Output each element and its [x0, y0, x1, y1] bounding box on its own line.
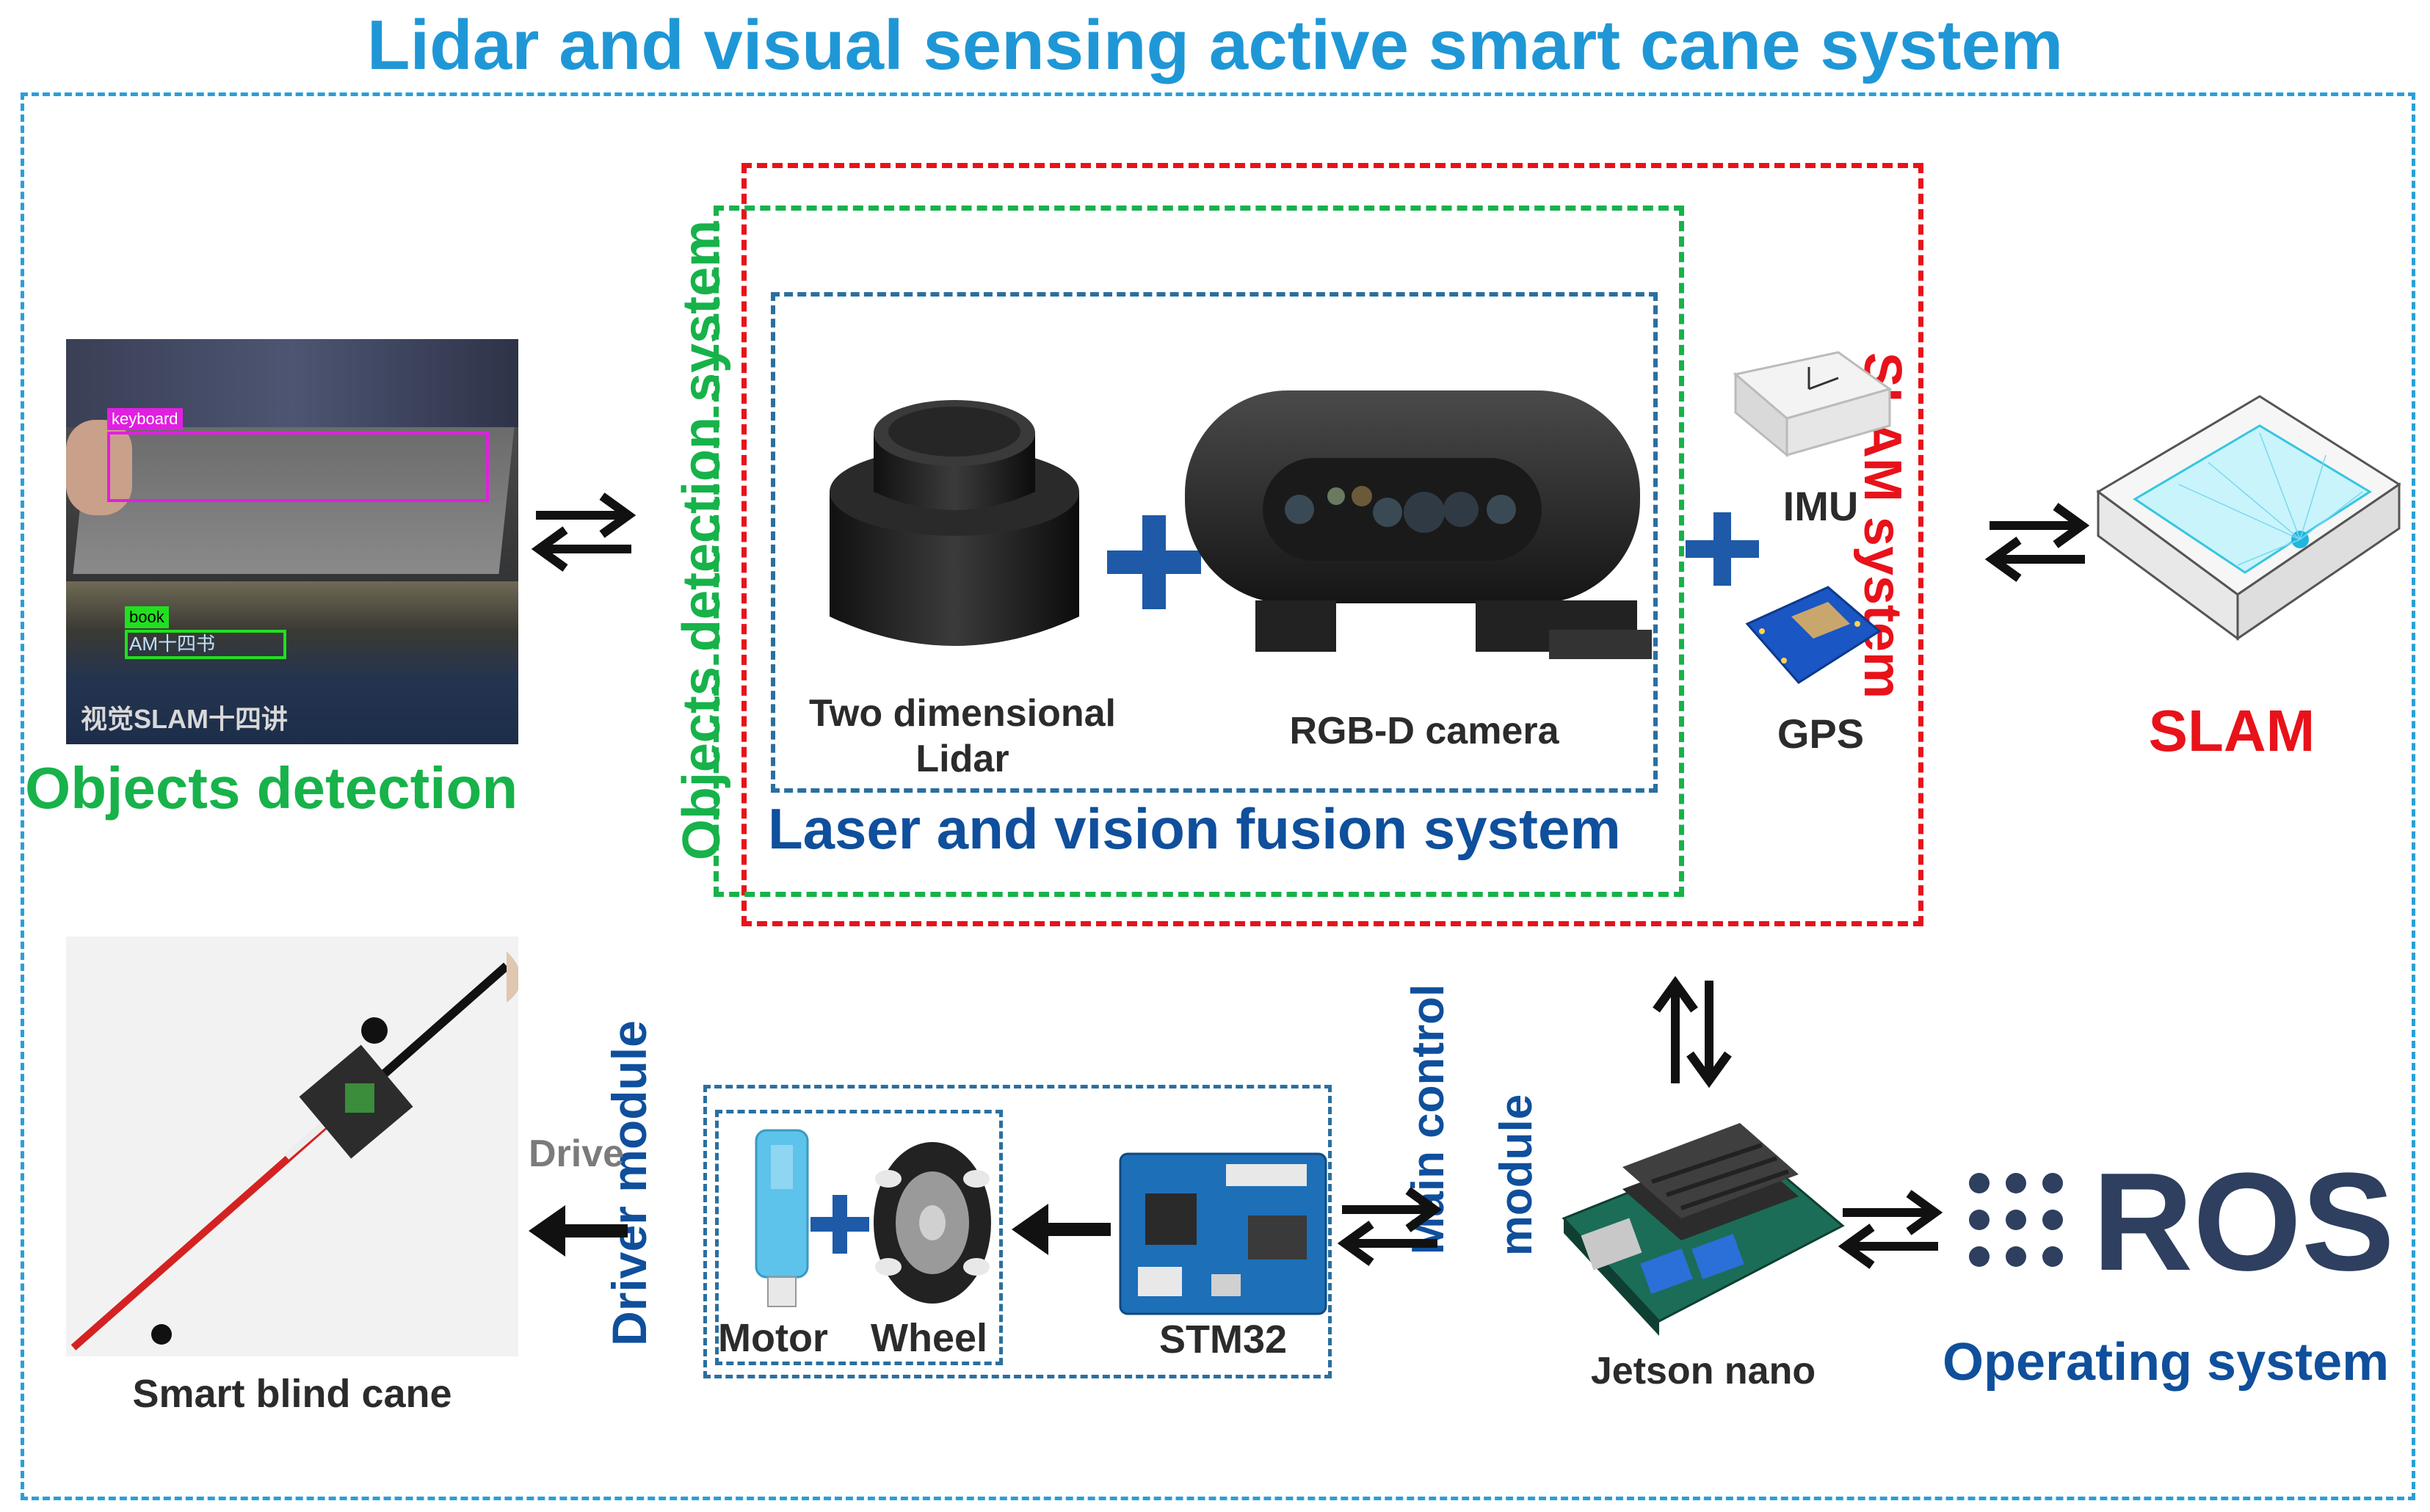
- bidirectional-arrow-icon: [531, 493, 636, 572]
- motor-wheel-plus-icon: [810, 1195, 869, 1254]
- slam-label: SLAM: [2148, 698, 2315, 763]
- ros-bidirectional-arrow-icon: [1838, 1190, 1943, 1269]
- fusion-system-frame: [771, 292, 1658, 793]
- gps-image: [1745, 586, 1882, 684]
- operating-system-label: Operating system: [1943, 1333, 2390, 1392]
- sensor-plus-icon: [1686, 512, 1759, 586]
- jetson-nano-image: [1562, 1123, 1845, 1336]
- objects-detection-photo: keyboard book AM十四书 视觉SLAM十四讲: [66, 339, 518, 744]
- slam-bidirectional-arrow-icon: [1984, 503, 2090, 582]
- motor-label: Motor: [718, 1316, 828, 1360]
- plus-icon-shape: [1107, 515, 1201, 609]
- ros-logo-text: ROS: [2092, 1144, 2395, 1300]
- imu-image: [1733, 351, 1893, 458]
- gps-label: GPS: [1777, 710, 1865, 757]
- wheel-label: Wheel: [871, 1316, 988, 1360]
- left-arrow-icon: [1012, 1204, 1111, 1255]
- lidar-label-line1: Two dimensional: [809, 692, 1116, 735]
- fusion-system-label: Laser and vision fusion system: [768, 796, 1621, 861]
- objects-detection-caption: Objects detection: [25, 755, 518, 821]
- wheel-image: [874, 1142, 991, 1304]
- driver-module-label: Driver module: [602, 1020, 656, 1346]
- smart-cane-caption: Smart blind cane: [132, 1372, 452, 1416]
- slam-system-frame: [741, 163, 1923, 926]
- smart-cane-photo: [66, 937, 518, 1356]
- rgbd-camera-image: [1185, 390, 1652, 659]
- vertical-bidirectional-arrow-icon: [1653, 975, 1732, 1088]
- imu-label: IMU: [1782, 483, 1859, 529]
- spine-text: 视觉SLAM十四讲: [81, 704, 288, 734]
- cane-shape: [70, 951, 518, 1351]
- main-control-label-line2: module: [1491, 1094, 1542, 1257]
- jetson-nano-label: Jetson nano: [1590, 1350, 1816, 1392]
- drive-label: Drive: [529, 1133, 625, 1175]
- outer-system-frame: [21, 92, 2415, 1500]
- lidar-image: [830, 400, 1079, 646]
- drive-left-arrow-icon: [529, 1205, 628, 1257]
- book-tag: book: [125, 606, 169, 628]
- driver-module-frame: [703, 1085, 1332, 1378]
- keyboard-detection-box: [107, 432, 489, 502]
- slam-map-image: [2096, 395, 2401, 641]
- page-title: Lidar and visual sensing active smart ca…: [366, 6, 2064, 84]
- objects-detection-system-frame: [714, 206, 1684, 897]
- motor-image: [755, 1129, 809, 1307]
- stm32-label: STM32: [1158, 1317, 1288, 1362]
- stm32-image: [1119, 1152, 1327, 1315]
- lidar-label-line2: Lidar: [915, 738, 1009, 780]
- objects-detection-system-label: Objects detection system: [672, 219, 731, 861]
- book-text: AM十四书: [129, 633, 216, 655]
- motor-wheel-frame: [715, 1110, 1003, 1365]
- book-detection-box: [125, 630, 286, 659]
- driver-control-bidirectional-arrow-icon: [1337, 1187, 1443, 1266]
- ros-dots-icon: [1969, 1173, 2063, 1267]
- keyboard-tag: keyboard: [107, 408, 183, 430]
- rgbd-camera-label: RGB-D camera: [1289, 710, 1559, 752]
